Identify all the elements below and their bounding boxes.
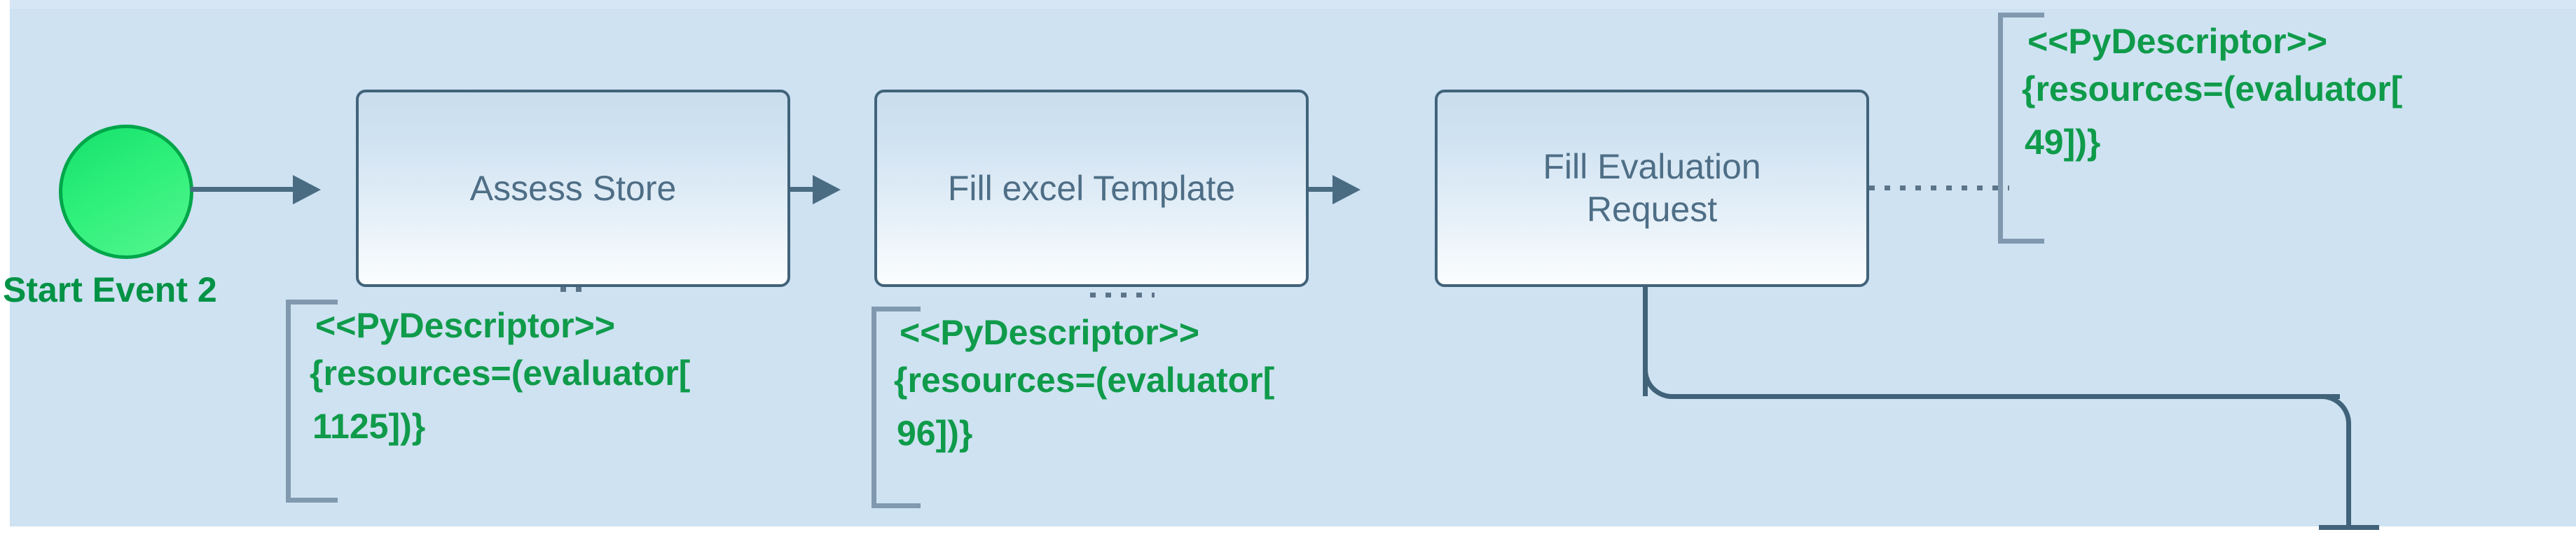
- annotation-fill-excel-template-stereotype: <<PyDescriptor>>: [900, 313, 1200, 352]
- annotation-fill-evaluation-request-resources: {resources=(evaluator[: [2022, 69, 2403, 108]
- annotation-assess-store[interactable]: <<PyDescriptor>> {resources=(evaluator[ …: [286, 300, 804, 503]
- task-fill-evaluation-request-label: Fill Evaluation Request: [1543, 147, 1761, 229]
- flow-assess-to-excel-arrowhead: [813, 175, 841, 204]
- annotation-fill-excel-template[interactable]: <<PyDescriptor>> {resources=(evaluator[ …: [872, 307, 1390, 508]
- annotation-fill-excel-template-value: 96])}: [897, 414, 973, 453]
- annotation-assess-store-stereotype: <<PyDescriptor>>: [315, 306, 616, 345]
- flow-excel-to-evaluation-arrowhead: [1332, 175, 1361, 204]
- annotation-fill-excel-template-resources: {resources=(evaluator[: [894, 360, 1275, 400]
- diagram-top-band: [10, 0, 2576, 10]
- flow-evaluation-outgoing-corner-top-right: [2312, 394, 2351, 433]
- start-event-circle[interactable]: [59, 125, 193, 259]
- task-fill-evaluation-request[interactable]: Fill Evaluation Request: [1435, 90, 1869, 287]
- task-assess-store[interactable]: Assess Store: [356, 90, 790, 287]
- assoc-fill-evaluation-request-dotted: [1869, 186, 2009, 190]
- flow-evaluation-outgoing-corner-bottom-left: [1643, 363, 1679, 399]
- annotation-assess-store-resources: {resources=(evaluator[: [310, 354, 691, 393]
- start-event-label: Start Event 2: [3, 270, 217, 309]
- flow-evaluation-outgoing-down-2: [2346, 424, 2351, 528]
- flow-evaluation-outgoing-right: [1674, 394, 2340, 399]
- assoc-assess-store-dotted: [560, 287, 591, 292]
- flow-evaluation-outgoing-down: [1643, 284, 1648, 396]
- task-fill-excel-template[interactable]: Fill excel Template: [874, 90, 1309, 287]
- flow-start-to-assess-arrowhead: [293, 175, 321, 204]
- flow-assess-to-excel-line: [790, 187, 821, 192]
- annotation-assess-store-value: 1125])}: [312, 407, 426, 446]
- flow-start-to-assess-line: [191, 187, 296, 192]
- annotation-fill-evaluation-request-value: 49])}: [2025, 122, 2101, 162]
- assoc-fill-excel-template-dotted: [1090, 293, 1155, 298]
- task-fill-excel-template-label: Fill excel Template: [947, 168, 1236, 208]
- annotation-fill-evaluation-request-stereotype: <<PyDescriptor>>: [2027, 22, 2328, 61]
- task-assess-store-label: Assess Store: [469, 168, 677, 208]
- flow-evaluation-outgoing-end-tick: [2319, 525, 2379, 530]
- annotation-fill-excel-template-bracket: [872, 307, 921, 508]
- annotation-fill-evaluation-request[interactable]: <<PyDescriptor>> {resources=(evaluator[ …: [1998, 13, 2558, 244]
- flow-excel-to-evaluation-line: [1309, 187, 1341, 192]
- annotation-fill-evaluation-request-bracket: [1998, 13, 2044, 244]
- annotation-assess-store-bracket: [286, 300, 338, 503]
